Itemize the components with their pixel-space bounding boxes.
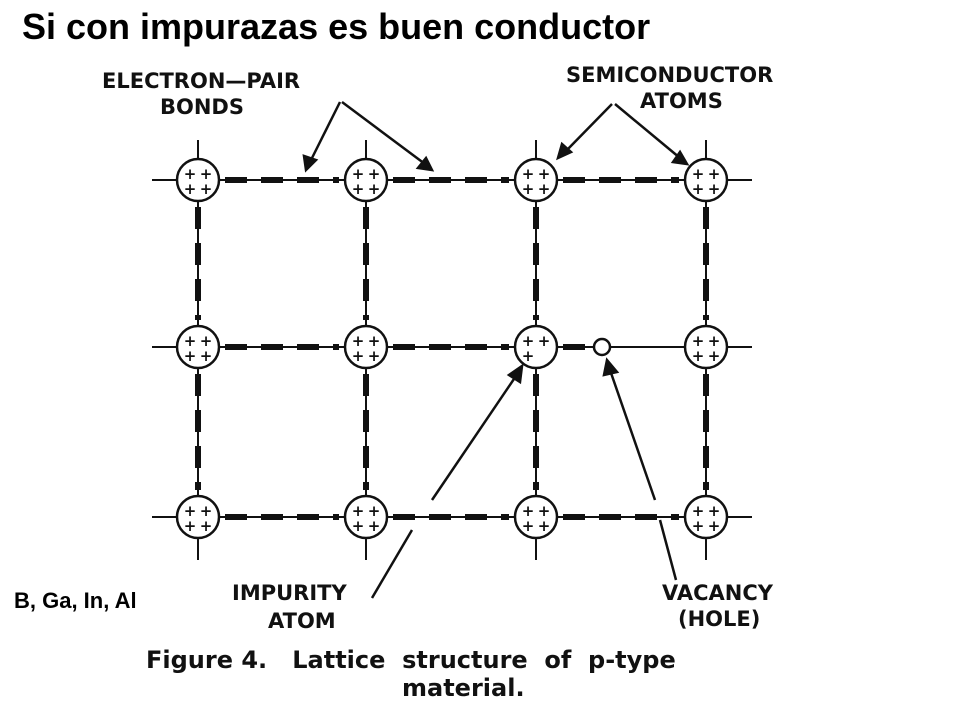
charge-plus-sign: +	[184, 165, 197, 183]
charge-plus-sign: +	[368, 502, 381, 520]
figure-caption-2: material.	[402, 674, 525, 702]
charge-plus-sign: +	[368, 165, 381, 183]
charge-plus-sign: +	[522, 165, 535, 183]
charge-plus-sign: +	[522, 517, 535, 535]
charge-plus-sign: +	[708, 332, 721, 350]
impurity-atom: +++	[513, 324, 559, 370]
charge-plus-sign: +	[200, 180, 213, 198]
semiconductor-atom: ++++	[683, 494, 729, 540]
pointer-arrows	[302, 100, 690, 599]
label-vacancy-1: VACANCY	[662, 581, 774, 605]
label-impurity-1: IMPURITY	[232, 581, 347, 605]
arrow-impurity	[430, 375, 518, 501]
dopant-elements: B, Ga, In, Al	[14, 588, 137, 613]
charge-plus-sign: +	[184, 347, 197, 365]
charge-plus-sign: +	[522, 502, 535, 520]
charge-plus-sign: +	[692, 517, 705, 535]
label-bonds-1: ELECTRON—PAIR	[102, 69, 300, 93]
arrow-atoms-left	[564, 103, 613, 153]
charge-plus-sign: +	[200, 347, 213, 365]
charge-plus-sign: +	[352, 180, 365, 198]
label-impurity-2: ATOM	[268, 609, 336, 633]
charge-plus-sign: +	[352, 502, 365, 520]
charge-plus-sign: +	[708, 165, 721, 183]
charge-plus-sign: +	[522, 180, 535, 198]
label-bonds-2: BONDS	[160, 95, 244, 119]
arrow-impurity-tail	[370, 529, 414, 599]
label-vacancy-2: (HOLE)	[678, 607, 760, 631]
charge-plus-sign: +	[200, 332, 213, 350]
arrow-bonds-right	[341, 100, 426, 166]
charge-plus-sign: +	[538, 180, 551, 198]
charge-plus-sign: +	[692, 347, 705, 365]
charge-plus-sign: +	[692, 180, 705, 198]
charge-plus-sign: +	[352, 332, 365, 350]
semiconductor-atom: ++++	[175, 157, 221, 203]
charge-plus-sign: +	[522, 332, 535, 350]
semiconductor-atom: ++++	[343, 494, 389, 540]
semiconductor-atom: ++++	[343, 157, 389, 203]
lattice-atoms: ++++++++++++++++++++++++++++++++++++++++…	[175, 157, 729, 540]
arrow-vacancy	[608, 369, 657, 501]
charge-plus-sign: +	[522, 347, 535, 365]
vacancy-hole	[592, 337, 612, 357]
figure-caption-1: Figure 4. Lattice structure of p-type	[146, 646, 676, 674]
charge-plus-sign: +	[200, 502, 213, 520]
charge-plus-sign: +	[538, 165, 551, 183]
arrow-atoms-right	[614, 103, 681, 159]
semiconductor-atom: ++++	[683, 324, 729, 370]
semiconductor-atom: ++++	[683, 157, 729, 203]
semiconductor-atom: ++++	[513, 494, 559, 540]
charge-plus-sign: +	[352, 517, 365, 535]
semiconductor-atom: ++++	[175, 494, 221, 540]
semiconductor-atom: ++++	[513, 157, 559, 203]
arrow-bonds-left	[308, 101, 342, 163]
charge-plus-sign: +	[538, 332, 551, 350]
semiconductor-atom: ++++	[175, 324, 221, 370]
charge-plus-sign: +	[368, 332, 381, 350]
charge-plus-sign: +	[184, 517, 197, 535]
charge-plus-sign: +	[538, 517, 551, 535]
charge-plus-sign: +	[184, 180, 197, 198]
arrow-vacancy-tail	[658, 519, 678, 581]
slide-title: Si con impurazas es buen conductor	[22, 6, 651, 47]
charge-plus-sign: +	[692, 502, 705, 520]
charge-plus-sign: +	[184, 332, 197, 350]
charge-plus-sign: +	[538, 502, 551, 520]
label-atoms-1: SEMICONDUCTOR	[566, 63, 773, 87]
charge-plus-sign: +	[184, 502, 197, 520]
charge-plus-sign: +	[368, 180, 381, 198]
charge-plus-sign: +	[200, 517, 213, 535]
label-atoms-2: ATOMS	[640, 89, 723, 113]
charge-plus-sign: +	[708, 180, 721, 198]
charge-plus-sign: +	[692, 332, 705, 350]
charge-plus-sign: +	[692, 165, 705, 183]
semiconductor-atom: ++++	[343, 324, 389, 370]
charge-plus-sign: +	[368, 517, 381, 535]
charge-plus-sign: +	[368, 347, 381, 365]
charge-plus-sign: +	[708, 517, 721, 535]
lattice-bonds	[152, 140, 752, 560]
charge-plus-sign: +	[352, 165, 365, 183]
charge-plus-sign: +	[200, 165, 213, 183]
charge-plus-sign: +	[352, 347, 365, 365]
charge-plus-sign: +	[708, 502, 721, 520]
charge-plus-sign: +	[708, 347, 721, 365]
